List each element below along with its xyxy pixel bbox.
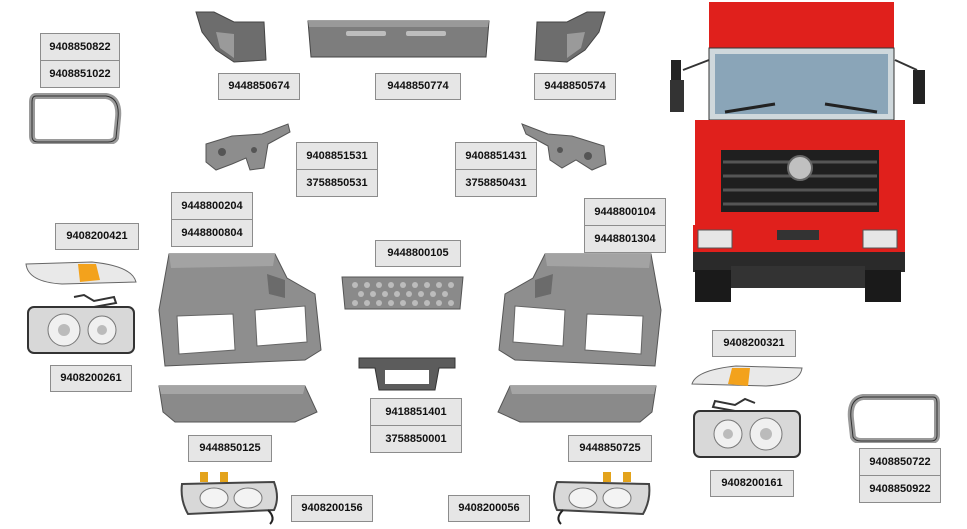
part-number-pair-bracket-left: 9408851531 3758850531	[296, 142, 378, 197]
part-number: 9448800804	[172, 219, 252, 246]
corner-trim-right-image	[532, 10, 607, 65]
center-bracket-image	[355, 352, 460, 394]
part-number: 9448800104	[594, 206, 656, 218]
part-number: 3758850531	[297, 169, 377, 196]
indicator-left-image	[22, 258, 140, 288]
part-number: 9408850722	[869, 456, 931, 468]
bracket-right-image	[518, 120, 610, 175]
indicator-right-image	[688, 362, 806, 390]
fog-lamp-left-image	[178, 470, 283, 525]
spoiler-left-image	[155, 382, 320, 427]
part-number-headlamp-left: 9408200261	[50, 365, 132, 392]
part-number-pair-bumper-left: 9448800204 9448800804	[171, 192, 253, 247]
truck-front-image	[665, 0, 930, 305]
part-number: 3758850001	[371, 425, 461, 452]
part-number-pair-top-left: 9408850822 9408851022	[40, 33, 120, 88]
part-number-pair-bracket-right: 9408851431 3758850431	[455, 142, 537, 197]
corner-trim-left-image	[194, 10, 269, 65]
part-number-pair-center-bracket: 9418851401 3758850001	[370, 398, 462, 453]
part-number: 9448801304	[585, 225, 665, 252]
headlamp-left-image	[24, 293, 139, 358]
center-bumper-strip-image	[306, 17, 491, 62]
part-number-headlamp-right: 9408200161	[710, 470, 794, 497]
part-number-pair-bumper-right: 9448800104 9448801304	[584, 198, 666, 253]
spoiler-right-image	[495, 382, 660, 427]
bumper-corner-right-image	[495, 250, 665, 380]
part-number-top-right-trim: 9448850574	[534, 73, 616, 100]
part-number-top-left-trim: 9448850674	[218, 73, 300, 100]
part-number: 9408850822	[49, 41, 111, 53]
part-number: 9408851431	[465, 150, 527, 162]
part-number-grille-center: 9448800105	[375, 240, 461, 267]
part-number-fog-right: 9408200056	[448, 495, 530, 522]
part-number-top-center: 9448850774	[375, 73, 461, 100]
fog-lamp-right-image	[548, 470, 653, 525]
part-number: 9408850922	[860, 475, 940, 502]
bracket-left-image	[202, 122, 294, 174]
part-number-pair-frame-right: 9408850722 9408850922	[859, 448, 941, 503]
part-number-indicator-right: 9408200321	[712, 330, 796, 357]
headlamp-right-image	[690, 395, 805, 463]
part-number: 9418851401	[385, 406, 447, 418]
chrome-frame-left-image	[28, 92, 123, 144]
part-number: 9448800204	[181, 200, 243, 212]
part-number-fog-left: 9408200156	[291, 495, 373, 522]
chrome-frame-right-image	[846, 393, 941, 443]
part-number: 3758850431	[456, 169, 536, 196]
bumper-corner-left-image	[155, 250, 325, 380]
part-number-spoiler-left: 9448850125	[188, 435, 272, 462]
part-number-spoiler-right: 9448850725	[568, 435, 652, 462]
part-number: 9408851531	[306, 150, 368, 162]
grille-plate-image	[340, 273, 465, 313]
part-number: 9408851022	[41, 60, 119, 87]
part-number-indicator-left: 9408200421	[55, 223, 139, 250]
